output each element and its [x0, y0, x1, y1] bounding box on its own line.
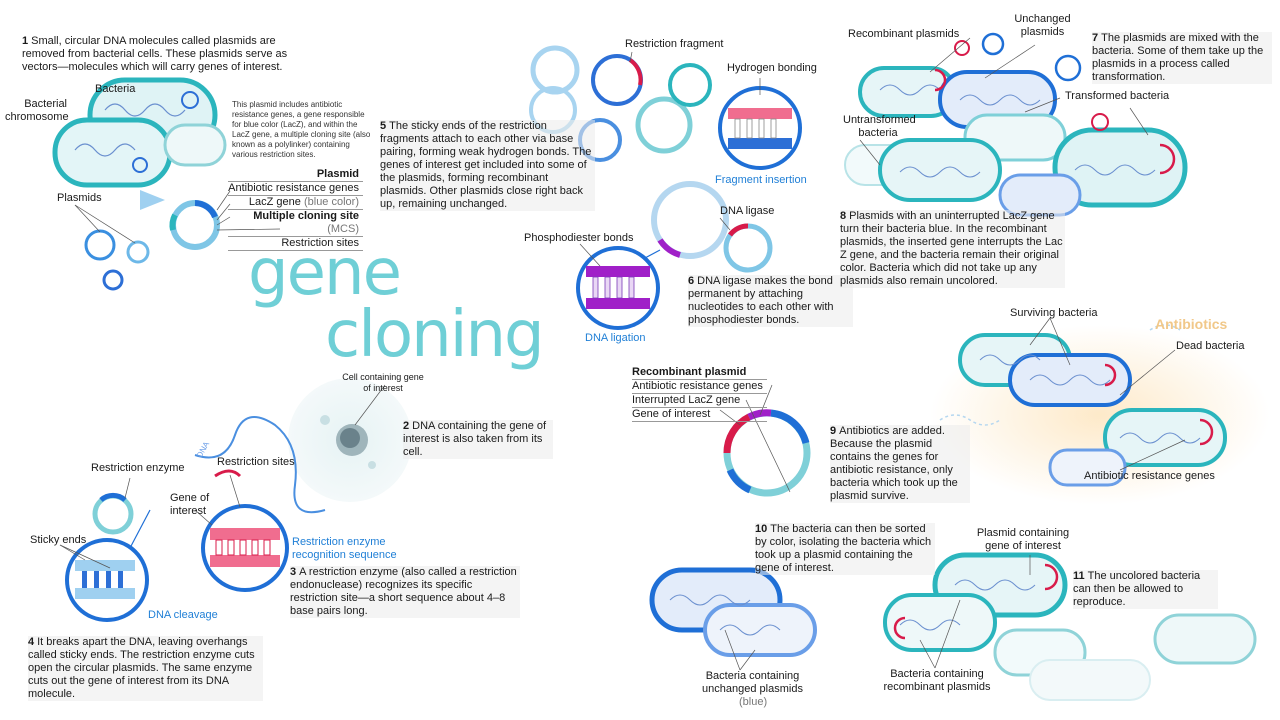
label-blue-note: (blue): [739, 696, 768, 708]
label-sticky-ends: Sticky ends: [30, 534, 87, 546]
surviving-bacteria-group: [939, 324, 1227, 487]
legend-restriction-sites: Restriction sites: [228, 237, 363, 251]
step-number: 4: [28, 636, 35, 648]
label-bacteria: Bacteria: [95, 83, 136, 95]
step-text: Antibiotics are added. Because the plasm…: [830, 425, 958, 502]
step-number: 8: [840, 210, 847, 222]
label-plasmid-containing: Plasmid containing gene of interest: [976, 527, 1070, 552]
legend-mcs: Multiple cloning site (MCS): [228, 210, 363, 237]
label-hydrogen-bonding: Hydrogen bonding: [727, 62, 817, 74]
rp-title: Recombinant plasmid: [632, 366, 767, 380]
rp-gene: Gene of interest: [632, 408, 767, 422]
plasmid-legend: Plasmid Antibiotic resistance genes LacZ…: [228, 168, 363, 251]
label-bacteria-recombinant: Bacteria containing recombinant plasmids: [883, 668, 991, 693]
step-text: The sticky ends of the restriction fragm…: [380, 120, 592, 210]
step-text: Small, circular DNA molecules called pla…: [22, 35, 288, 73]
title-gene: gene: [248, 236, 402, 310]
label-unchanged-plasmids: Unchanged plasmids: [1014, 13, 1071, 38]
cut-plasmid: [92, 492, 134, 535]
label-cell-containing: Cell containing gene of interest: [342, 372, 424, 393]
legend-plasmid-title: Plasmid: [228, 168, 363, 182]
restriction-site-mark: [214, 469, 242, 478]
label-recognition-sequence: Restriction enzyme recognition sequence: [292, 536, 397, 561]
label-gene-of-interest: Gene of interest: [170, 492, 210, 517]
plasmid-diagram: [169, 190, 281, 250]
fragment-insertion-circle: [718, 86, 802, 170]
dna-strand: [194, 416, 326, 514]
step-number: 11: [1073, 570, 1085, 582]
recombinant-plasmid-large: [723, 409, 811, 497]
rp-lacz: Interrupted LacZ gene: [632, 394, 767, 408]
step-number: 9: [830, 425, 837, 437]
step-number: 2: [403, 420, 410, 432]
step-number: 1: [22, 35, 29, 47]
plasmid-note: This plasmid includes antibiotic resista…: [232, 100, 371, 159]
label-restriction-fragment: Restriction fragment: [625, 38, 724, 50]
label-untransformed-bacteria: Untransformed bacteria: [843, 114, 916, 139]
step-text: DNA ligase makes the bond permanent by a…: [688, 275, 834, 326]
label-bacterial-chromosome: Bacterial chromosome: [5, 98, 69, 123]
step-number: 3: [290, 566, 297, 578]
label-dead-bacteria: Dead bacteria: [1176, 340, 1245, 352]
label-fragment-insertion: Fragment insertion: [715, 174, 807, 186]
label-antibiotic-resistance-genes-9: Antibiotic resistance genes: [1084, 470, 1215, 482]
label-dna-ligase: DNA ligase: [720, 205, 775, 217]
step-number: 5: [380, 120, 387, 132]
label-bacteria-unchanged: Bacteria containing unchanged plasmids: [702, 670, 803, 695]
step-number: 10: [755, 523, 768, 535]
rp-antibiotic: Antibiotic resistance genes: [632, 380, 767, 394]
plasmid-circles-step1: [74, 204, 150, 291]
label-antibiotics: Antibiotics: [1155, 316, 1228, 332]
step-number: 6: [688, 275, 695, 287]
recombinant-bacteria-group: [883, 552, 1257, 701]
label-surviving-bacteria: Surviving bacteria: [1010, 307, 1098, 319]
step-text: DNA containing the gene of interest is a…: [403, 420, 547, 458]
step-text: Plasmids with an uninterrupted LacZ gene…: [840, 210, 1063, 287]
step-text: A restriction enzyme (also called a rest…: [290, 566, 517, 617]
label-plasmids: Plasmids: [57, 192, 102, 204]
label-restriction-enzyme: Restriction enzyme: [91, 462, 185, 474]
dna-cleavage-circle: [65, 538, 149, 622]
dna-ligation-circle: [576, 246, 660, 330]
legend-lacz-note: (blue color): [303, 196, 359, 208]
restriction-fragments: [529, 45, 773, 273]
label-restriction-sites-dna: Restriction sites: [217, 456, 295, 468]
step-text: The plasmids are mixed with the bacteria…: [1092, 32, 1264, 83]
step-text: It breaks apart the DNA, leaving overhan…: [28, 636, 255, 700]
legend-mcs-abbr: (MCS): [327, 223, 359, 235]
step-text: The bacteria can then be sorted by color…: [755, 523, 932, 574]
label-transformed-bacteria: Transformed bacteria: [1065, 90, 1170, 102]
step-text: The uncolored bacteria can then be allow…: [1073, 570, 1201, 608]
label-dna-cleavage: DNA cleavage: [148, 609, 218, 621]
label-recombinant-plasmids: Recombinant plasmids: [848, 28, 960, 40]
label-dna-ligation: DNA ligation: [585, 332, 646, 344]
bacteria-cluster-step1: [52, 77, 227, 188]
cell-with-nucleus: [288, 378, 412, 502]
arrow-icon: [140, 190, 165, 210]
legend-lacz-label: LacZ gene: [248, 196, 301, 208]
transformed-bacteria-group: [844, 32, 1188, 217]
recombinant-plasmid-legend: Recombinant plasmid Antibiotic resistanc…: [632, 366, 767, 422]
title-cloning: cloning: [325, 298, 545, 372]
label-phosphodiester-bonds: Phosphodiester bonds: [524, 232, 634, 244]
legend-mcs-label: Multiple cloning site: [253, 210, 359, 222]
blue-bacteria-group: [649, 567, 817, 657]
legend-lacz: LacZ gene (blue color): [228, 196, 363, 210]
recognition-sequence-circle: [201, 504, 289, 592]
step-number: 7: [1092, 32, 1099, 44]
legend-antibiotic: Antibiotic resistance genes: [228, 182, 363, 196]
